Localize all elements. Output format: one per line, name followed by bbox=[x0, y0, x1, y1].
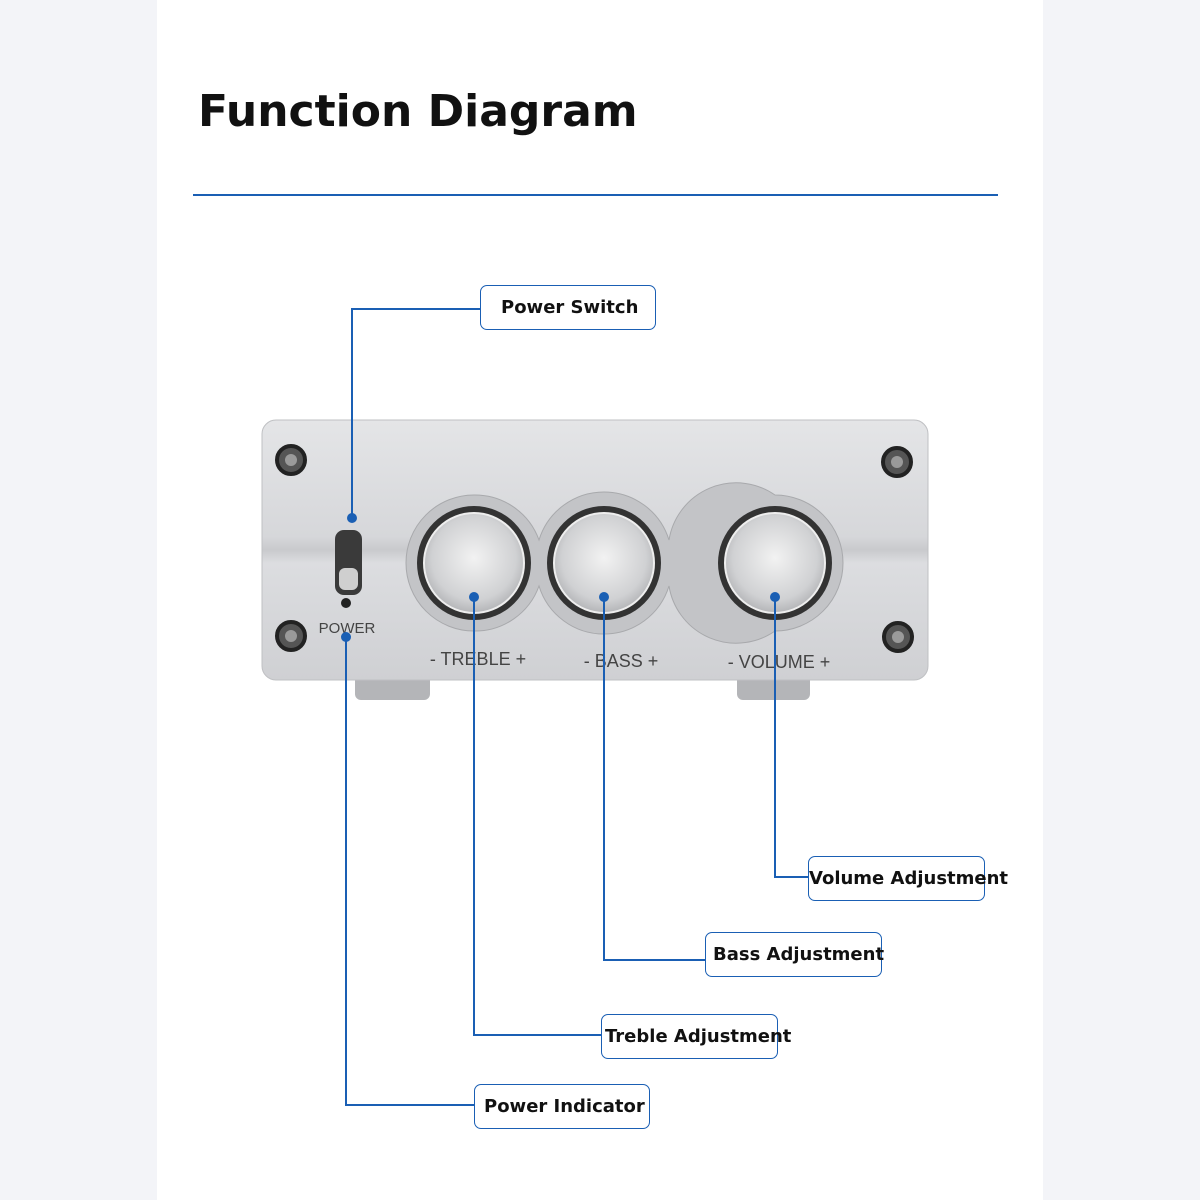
power-led bbox=[341, 598, 351, 608]
screw-heads bbox=[285, 454, 904, 643]
page-title: Function Diagram bbox=[198, 86, 638, 137]
treble-leader bbox=[473, 597, 601, 1036]
title-divider bbox=[193, 194, 998, 196]
treble-knob bbox=[417, 506, 531, 620]
bass-knob bbox=[547, 506, 661, 620]
callout-volume-adjustment: Volume Adjustment bbox=[808, 856, 1008, 901]
bass-panel-label: - BASS + bbox=[584, 651, 659, 671]
callout-bass-adjustment: Bass Adjustment bbox=[705, 932, 884, 977]
power-indicator-leader bbox=[345, 637, 474, 1106]
power-toggle-switch bbox=[335, 530, 362, 595]
volume-panel-label: - VOLUME + bbox=[728, 652, 831, 672]
leader-dots bbox=[341, 513, 780, 642]
volume-leader bbox=[774, 597, 808, 878]
callout-power-switch: Power Switch bbox=[480, 285, 656, 330]
callout-treble-adjustment: Treble Adjustment bbox=[601, 1014, 791, 1059]
volume-knob bbox=[718, 506, 832, 620]
bass-leader bbox=[603, 597, 705, 961]
treble-panel-label: - TREBLE + bbox=[430, 649, 526, 669]
power-panel-label: POWER bbox=[319, 620, 376, 637]
callout-power-indicator: Power Indicator bbox=[474, 1084, 650, 1129]
power-switch-leader bbox=[351, 308, 480, 518]
